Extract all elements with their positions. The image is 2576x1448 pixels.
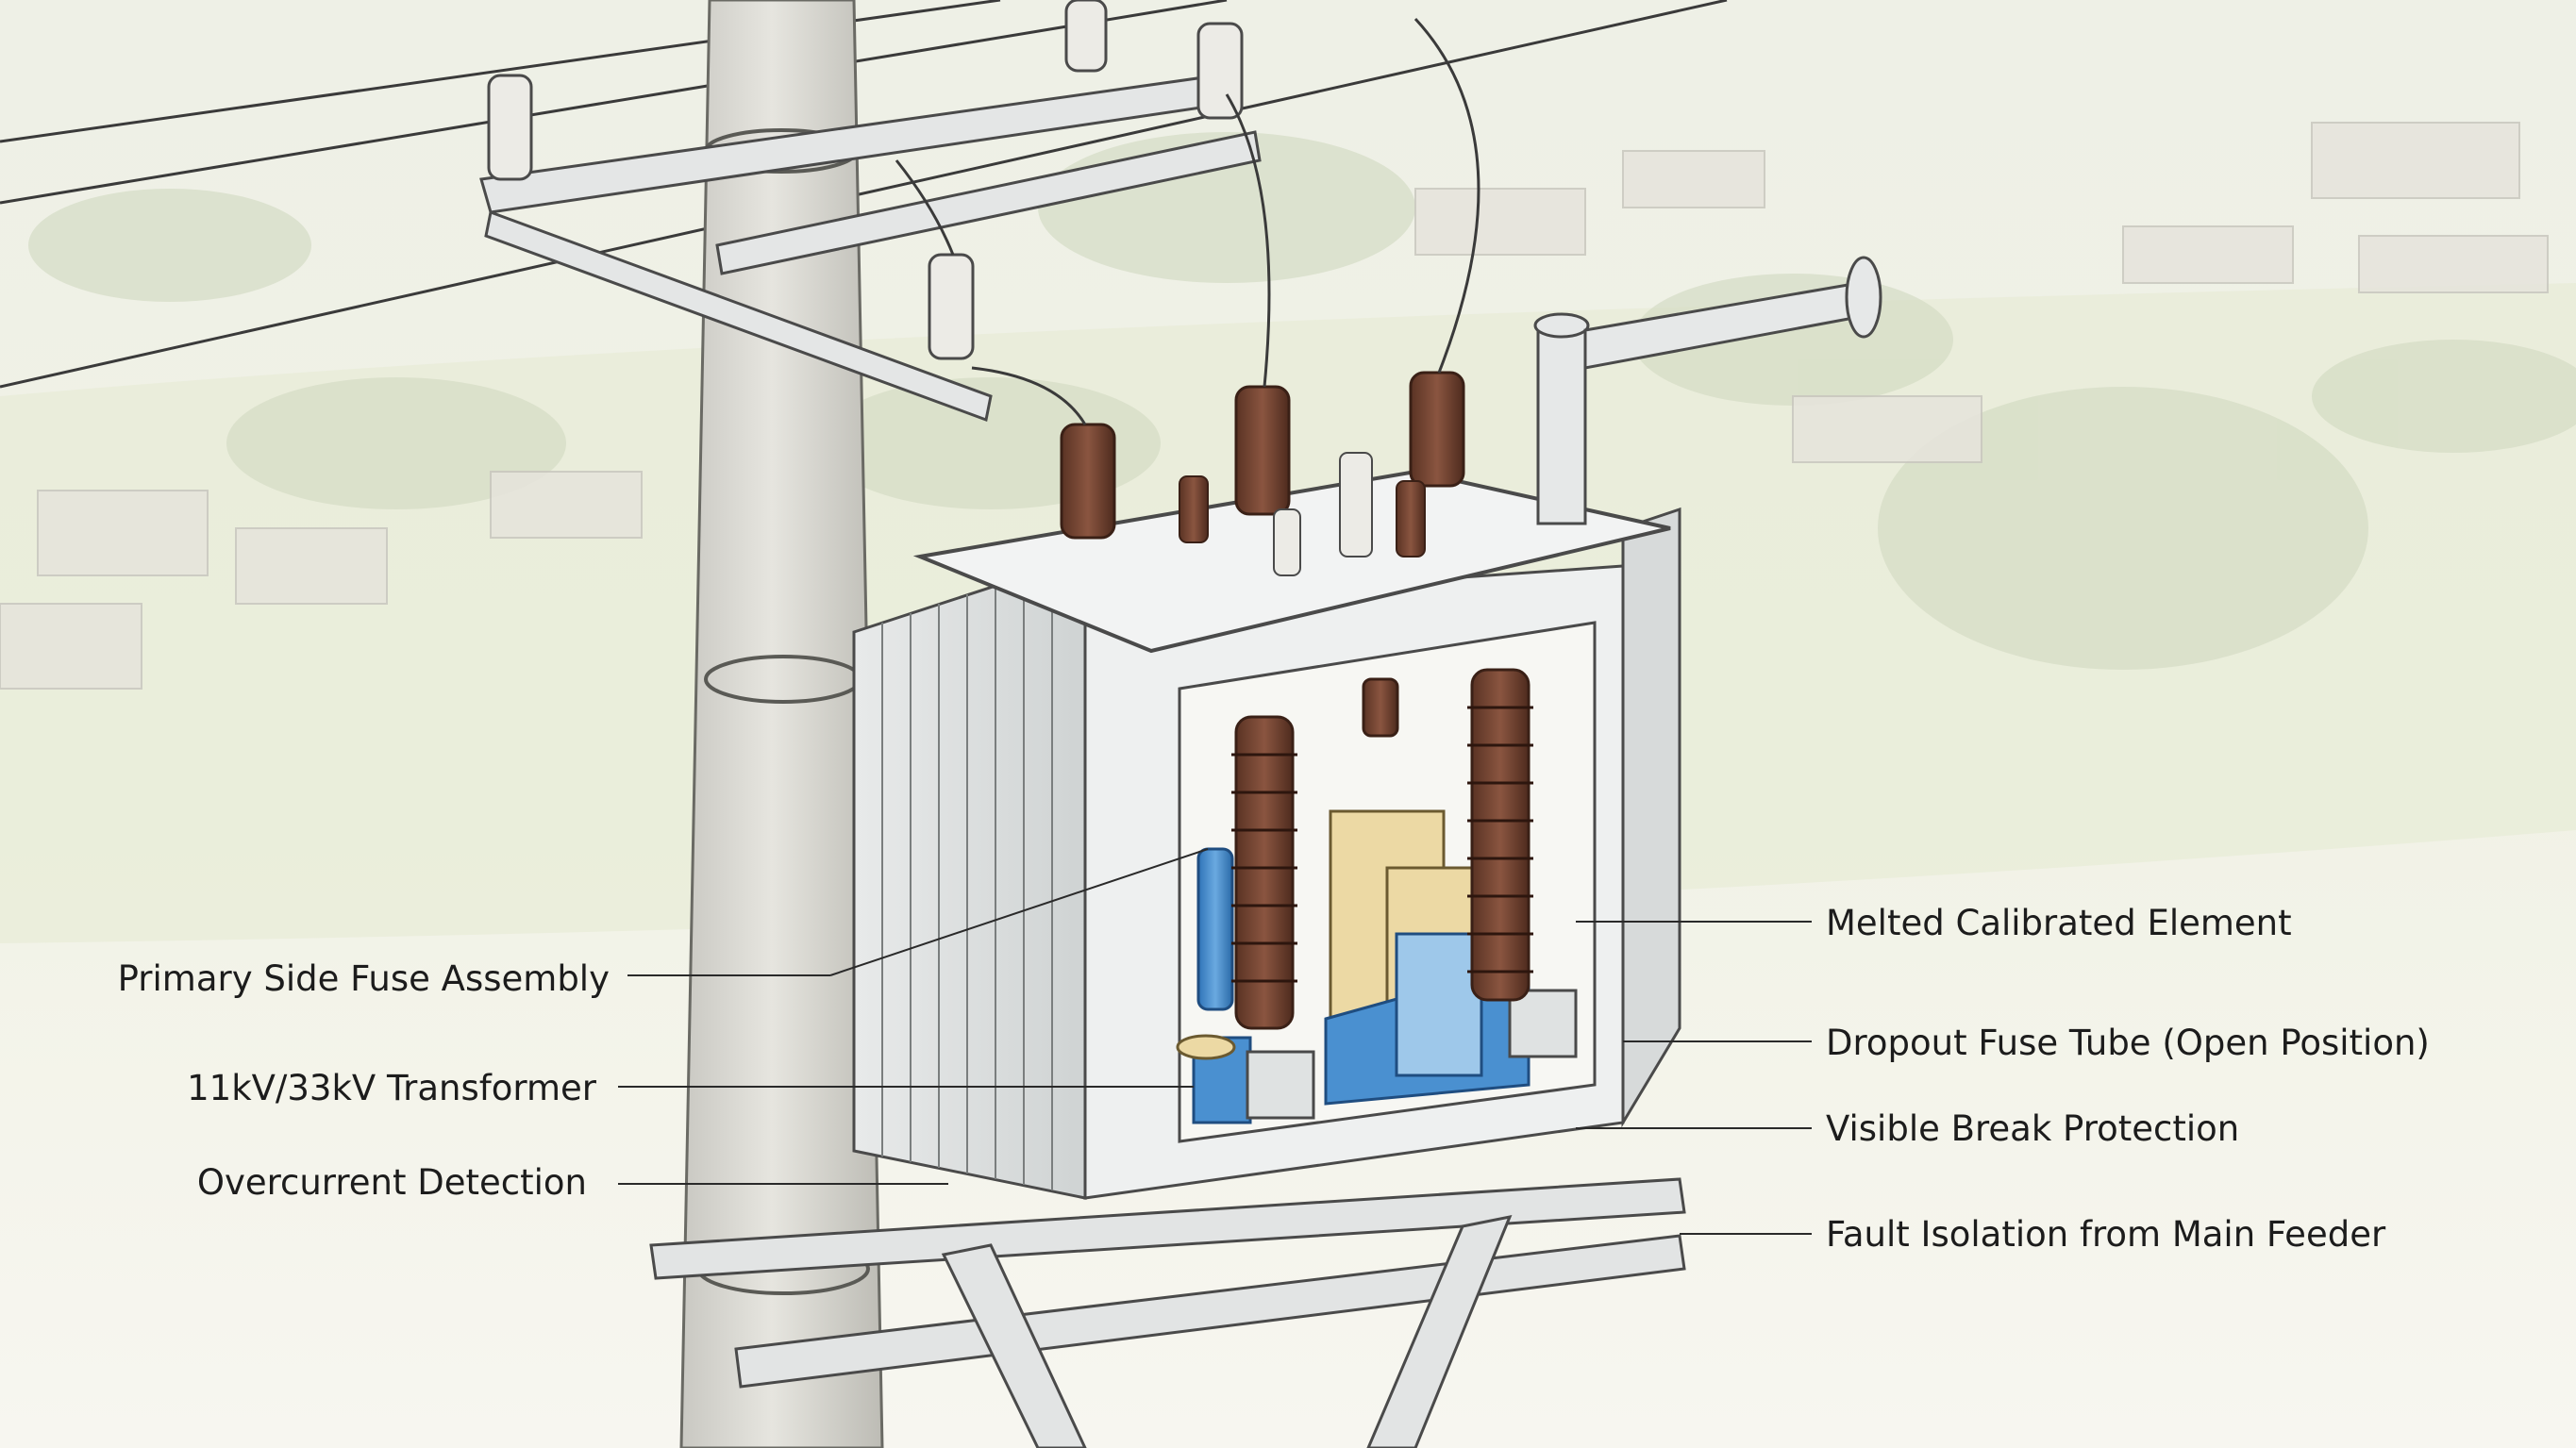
leader-primary-side-fuse-diag: [829, 848, 1209, 976]
internal-bushings: [1231, 668, 1533, 1030]
top-bushings: [1060, 371, 1465, 576]
crossarm-insulators: [487, 0, 1244, 360]
conservator-pipe: [1533, 256, 1882, 525]
label-overcurrent-detection: Overcurrent Detection: [196, 1162, 587, 1203]
lower-support-frame: [649, 1177, 1686, 1448]
label-melted-calibrated-element: Melted Calibrated Element: [1826, 903, 2292, 943]
leader-lines: [618, 848, 1812, 1235]
label-transformer: 11kV/33kV Transformer: [187, 1068, 596, 1108]
label-visible-break-protection: Visible Break Protection: [1826, 1108, 2240, 1149]
label-primary-side-fuse-assembly: Primary Side Fuse Assembly: [117, 958, 610, 999]
label-dropout-fuse-tube: Dropout Fuse Tube (Open Position): [1826, 1023, 2430, 1063]
upper-crossarm: [479, 74, 1262, 423]
label-fault-isolation: Fault Isolation from Main Feeder: [1826, 1214, 2386, 1255]
connecting-wires: [895, 17, 1480, 425]
